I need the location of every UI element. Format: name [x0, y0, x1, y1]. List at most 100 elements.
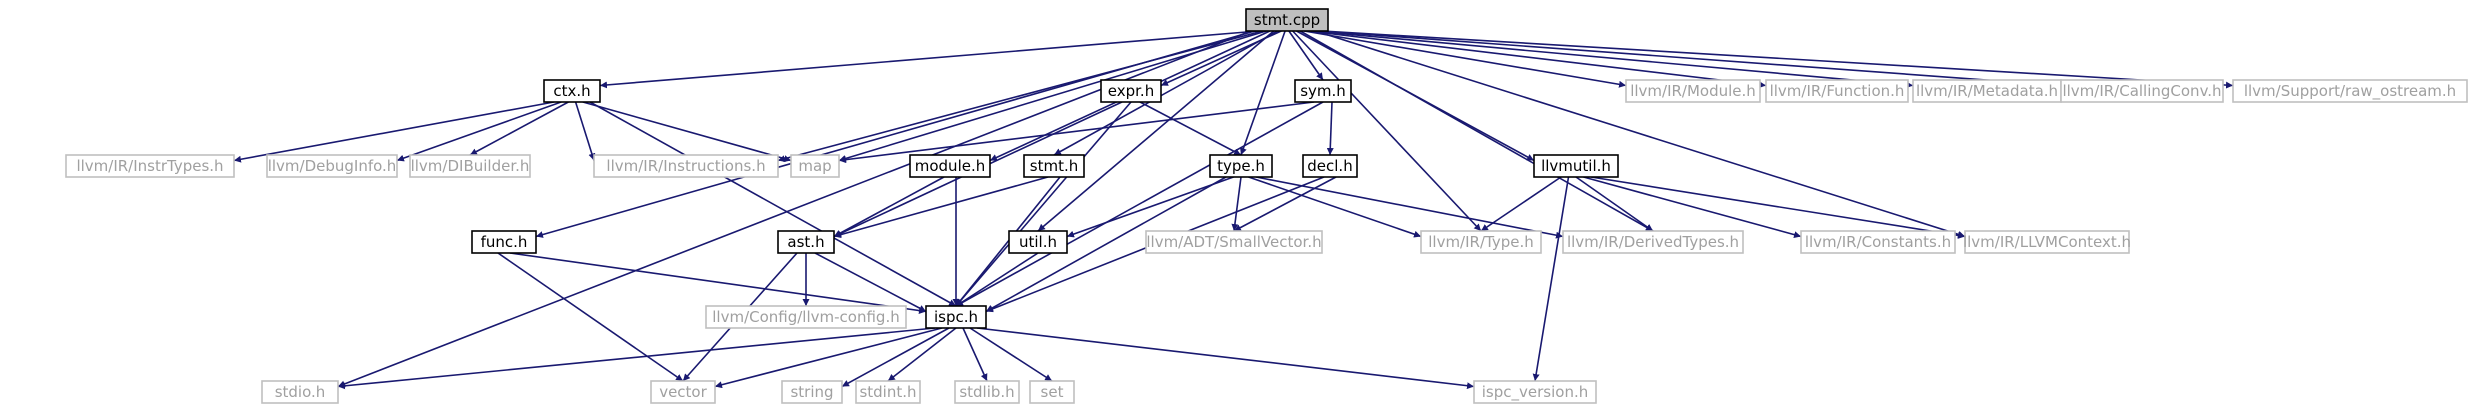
node-decl_h[interactable]: decl.h [1302, 154, 1358, 178]
node-box [471, 230, 537, 254]
node-label: llvm/IR/LLVMContext.h [1963, 233, 2131, 251]
node-label: stdio.h [275, 383, 326, 401]
node-box [1533, 154, 1619, 178]
node-box [1008, 230, 1068, 254]
node-expr_h[interactable]: expr.h [1100, 79, 1162, 103]
edge-type_h-to-llvm_type [1248, 176, 1422, 238]
node-box [925, 305, 987, 329]
node-box [781, 380, 843, 404]
node-box [954, 380, 1020, 404]
node-label: llvm/IR/CallingConv.h [2062, 82, 2221, 100]
edge-stmt_cpp-to-stdio_h [337, 30, 1252, 388]
node-box [777, 230, 835, 254]
edge-ctx_h-to-llvm_instrtypes [233, 101, 555, 163]
node-label: llvm/DebugInfo.h [268, 157, 397, 175]
edge-ispc_h-to-stdlib_h [962, 327, 988, 382]
node-label: llvm/IR/DerivedTypes.h [1567, 233, 1739, 251]
node-util_h[interactable]: util.h [1008, 230, 1068, 254]
node-label: llvm/IR/InstrTypes.h [76, 157, 223, 175]
node-label: llvm/Support/raw_ostream.h [2244, 82, 2456, 101]
edge-type_h-to-llvm_smallvector [1231, 176, 1242, 232]
nodes-layer: stmt.cpp ctx.h expr.h sym.h module.h stmt.h ty… [65, 8, 2468, 404]
node-stmt_h[interactable]: stmt.h [1023, 154, 1085, 178]
node-llvm_constants: llvm/IR/Constants.h [1800, 230, 1956, 254]
node-ispc_version_h: ispc_version.h [1473, 380, 1597, 404]
node-stdlib_h: stdlib.h [954, 380, 1020, 404]
node-llvm_metadata: llvm/IR/Metadata.h [1912, 79, 2062, 103]
node-box [1625, 79, 1761, 103]
node-label: llvm/IR/Module.h [1630, 82, 1756, 100]
edge-type_h-to-ispc_h [985, 176, 1227, 313]
node-llvm_instrtypes: llvm/IR/InstrTypes.h [65, 154, 235, 178]
node-label: llvm/ADT/SmallVector.h [1146, 233, 1321, 251]
node-label: string [790, 383, 833, 401]
edge-ispc_h-to-stdint_h [887, 327, 957, 382]
edge-stmt_cpp-to-llvm_instructions [777, 30, 1263, 163]
node-box [409, 154, 531, 178]
node-label: ispc.h [934, 308, 978, 326]
edge-stmt_cpp-to-stmt_h [1053, 30, 1278, 156]
edge-stmt_h-to-ispc_h [955, 176, 1061, 307]
edge-func_h-to-vector [497, 252, 684, 382]
node-box [790, 154, 840, 178]
node-box [266, 154, 398, 178]
node-label: llvm/Config/llvm-config.h [712, 308, 899, 326]
node-label: stdint.h [859, 383, 916, 401]
edge-stmt_h-to-ast_h [833, 176, 1049, 238]
node-llvm_smallvector: llvm/ADT/SmallVector.h [1145, 230, 1323, 254]
node-ctx_h[interactable]: ctx.h [543, 79, 601, 103]
node-stdint_h: stdint.h [855, 380, 921, 404]
edge-sym_h-to-ispc_h [955, 101, 1324, 307]
node-set: set [1029, 380, 1075, 404]
edge-util_h-to-ispc_h [955, 252, 1039, 307]
edge-ctx_h-to-llvm_dibuilder [469, 101, 569, 156]
node-box [855, 380, 921, 404]
node-llvm_llvmcontext: llvm/IR/LLVMContext.h [1963, 230, 2131, 254]
node-label: sym.h [1300, 82, 1346, 100]
node-label: llvm/IR/Metadata.h [1916, 82, 2058, 100]
node-label: type.h [1217, 157, 1265, 175]
edge-ispc_h-to-vector [714, 327, 943, 389]
node-box [2232, 79, 2468, 103]
edges-layer [233, 30, 2234, 390]
edge-sym_h-to-decl_h [1326, 101, 1334, 156]
edge-type_h-to-llvm_derivedtypes [1255, 176, 1564, 239]
node-stmt_cpp[interactable]: stmt.cpp [1245, 8, 1329, 32]
node-vector: vector [650, 380, 716, 404]
node-module_h[interactable]: module.h [909, 154, 991, 178]
node-sym_h[interactable]: sym.h [1294, 79, 1352, 103]
edge-stmt_cpp-to-llvm_type [1292, 30, 1482, 232]
node-label: util.h [1019, 233, 1057, 251]
node-label: func.h [481, 233, 528, 251]
edge-ispc_h-to-string [841, 327, 950, 388]
node-label: stdlib.h [959, 383, 1014, 401]
node-box [1209, 154, 1273, 178]
node-ispc_h[interactable]: ispc.h [925, 305, 987, 329]
node-llvm_function: llvm/IR/Function.h [1765, 79, 1909, 103]
node-llvm_callingconv: llvm/IR/CallingConv.h [2060, 79, 2224, 103]
node-label: llvmutil.h [1541, 157, 1611, 175]
edge-stmt_cpp-to-sym_h [1288, 30, 1324, 81]
node-box [1145, 230, 1323, 254]
edge-stmt_cpp-to-util_h [1037, 30, 1275, 232]
edge-stmt_cpp-to-llvm_metadata [1311, 30, 1914, 89]
node-llvm_debuginfo: llvm/DebugInfo.h [266, 154, 398, 178]
node-box [1294, 79, 1352, 103]
node-box [1100, 79, 1162, 103]
node-ast_h[interactable]: ast.h [777, 230, 835, 254]
edge-stmt_cpp-to-llvm_callingconv [1319, 30, 2062, 89]
node-map: map [790, 154, 840, 178]
node-stdio_h: stdio.h [261, 380, 339, 404]
edge-llvmutil_h-to-llvm_type [1480, 176, 1562, 232]
node-box [1302, 154, 1358, 178]
node-type_h[interactable]: type.h [1209, 154, 1273, 178]
node-box [1420, 230, 1542, 254]
node-llvmutil_h[interactable]: llvmutil.h [1533, 154, 1619, 178]
node-llvm_type: llvm/IR/Type.h [1420, 230, 1542, 254]
node-box [1029, 380, 1075, 404]
edge-llvmutil_h-to-llvm_llvmcontext [1590, 176, 1966, 239]
edge-decl_h-to-llvm_smallvector [1233, 176, 1337, 232]
node-func_h[interactable]: func.h [471, 230, 537, 254]
node-label: llvm/IR/Type.h [1428, 233, 1534, 251]
